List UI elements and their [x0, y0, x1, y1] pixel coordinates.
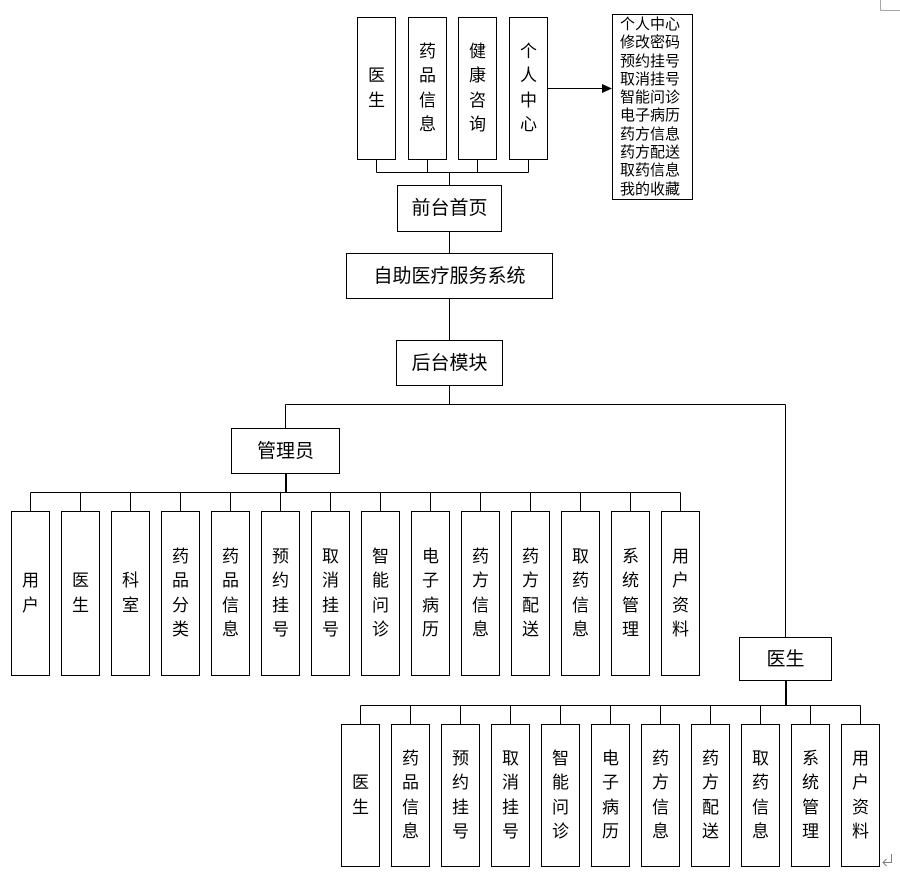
admin-module-prescription-delivery: 药方配送	[511, 511, 550, 676]
front-module-doctor: 医生	[357, 17, 396, 160]
system-root-label: 自助医疗服务系统	[373, 264, 526, 287]
system-root-node: 自助医疗服务系统	[346, 253, 553, 299]
admin-module-label: 药方信息	[471, 546, 489, 641]
admin-module-appointments: 预约挂号	[261, 511, 300, 676]
admin-module-cancel-appointments: 取消挂号	[311, 511, 350, 676]
paragraph-mark-icon	[882, 854, 892, 867]
doctor-module-label: 智能问诊	[551, 748, 569, 843]
admin-module-label: 智能问诊	[371, 546, 389, 641]
admin-module-label: 取药信息	[571, 546, 589, 641]
admin-module-user-profile: 用户资料	[661, 511, 700, 676]
front-module-label: 健康咨询	[468, 41, 486, 136]
frontend-home-label: 前台首页	[411, 197, 488, 219]
doctor-module-label: 电子病历	[601, 748, 619, 843]
doctor-node: 医生	[739, 637, 832, 681]
backend-module-node: 后台模块	[396, 340, 503, 386]
admin-module-drug-pickup: 取药信息	[561, 511, 600, 676]
doctor-module-drug-info: 药品信息	[391, 724, 430, 867]
doctor-module-label: 药方配送	[701, 748, 719, 843]
arrow-head-icon	[602, 84, 612, 93]
doctor-module-drug-pickup: 取药信息	[741, 724, 780, 867]
submenu-item: 取药信息	[620, 161, 681, 180]
personal-center-submenu: 个人中心 修改密码 预约挂号 取消挂号 智能问诊 电子病历 药方信息 药方配送 …	[612, 14, 693, 200]
doctor-module-label: 药方信息	[651, 748, 669, 843]
admin-module-doctors: 医生	[61, 511, 100, 676]
submenu-item: 智能问诊	[620, 88, 681, 107]
doctor-module-smart-consult: 智能问诊	[541, 724, 580, 867]
front-module-label: 个人中心	[519, 41, 537, 136]
backend-module-label: 后台模块	[411, 351, 488, 374]
admin-module-medical-records: 电子病历	[411, 511, 450, 676]
doctor-module-label: 医生	[351, 773, 369, 818]
doctor-module-label: 用户资料	[851, 748, 869, 843]
doctor-module-prescription-delivery: 药方配送	[691, 724, 730, 867]
doctor-module-label: 预约挂号	[451, 748, 469, 843]
admin-module-label: 预约挂号	[271, 546, 289, 641]
submenu-item: 药方配送	[620, 143, 681, 162]
admin-node: 管理员	[231, 428, 340, 474]
doctor-module-doctors: 医生	[341, 724, 380, 867]
submenu-item: 个人中心	[620, 15, 681, 33]
admin-module-label: 科室	[121, 571, 139, 616]
doctor-label: 医生	[766, 647, 805, 670]
submenu-item: 取消挂号	[620, 69, 681, 88]
submenu-item: 修改密码	[620, 33, 681, 52]
admin-module-prescriptions: 药方信息	[461, 511, 500, 676]
doctor-module-cancel-appointments: 取消挂号	[491, 724, 530, 867]
front-module-health-consult: 健康咨询	[458, 17, 497, 160]
admin-label: 管理员	[256, 439, 314, 462]
admin-module-system-management: 系统管理	[611, 511, 650, 676]
doctor-module-label: 药品信息	[401, 748, 419, 843]
admin-module-label: 药方配送	[521, 546, 539, 641]
doctor-module-label: 取消挂号	[501, 748, 519, 843]
admin-module-drug-info: 药品信息	[211, 511, 250, 676]
admin-module-label: 医生	[71, 571, 89, 616]
doctor-module-user-profile: 用户资料	[841, 724, 880, 867]
front-module-personal-center: 个人中心	[509, 17, 548, 160]
doctor-module-appointments: 预约挂号	[441, 724, 480, 867]
admin-module-label: 药品信息	[221, 546, 239, 641]
admin-module-label: 用户资料	[671, 546, 689, 641]
admin-module-label: 系统管理	[621, 546, 639, 641]
submenu-item: 预约挂号	[620, 51, 681, 70]
admin-module-departments: 科室	[111, 511, 150, 676]
submenu-item: 电子病历	[620, 106, 681, 125]
submenu-item: 我的收藏	[620, 179, 681, 198]
page-corner-mark-icon	[880, 0, 900, 11]
doctor-module-label: 系统管理	[801, 748, 819, 843]
admin-module-label: 电子病历	[421, 546, 439, 641]
doctor-module-prescriptions: 药方信息	[641, 724, 680, 867]
frontend-home-node: 前台首页	[397, 185, 502, 232]
submenu-item: 药方信息	[620, 124, 681, 143]
front-module-drug-info: 药品信息	[408, 17, 447, 160]
doctor-module-system-management: 系统管理	[791, 724, 830, 867]
admin-module-drug-categories: 药品分类	[161, 511, 200, 676]
doctor-module-medical-records: 电子病历	[591, 724, 630, 867]
admin-module-users: 用户	[11, 511, 50, 676]
doctor-module-label: 取药信息	[751, 748, 769, 843]
front-module-label: 药品信息	[418, 41, 436, 136]
admin-module-label: 用户	[21, 571, 39, 616]
front-module-label: 医生	[367, 66, 385, 111]
admin-module-label: 取消挂号	[321, 546, 339, 641]
admin-module-label: 药品分类	[171, 546, 189, 641]
admin-module-smart-consult: 智能问诊	[361, 511, 400, 676]
